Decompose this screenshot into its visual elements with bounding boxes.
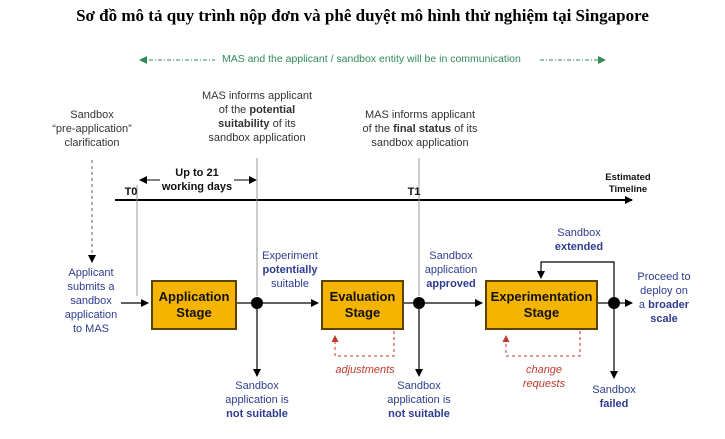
mas-potential-label: MAS informs applicant of the potential s…	[201, 90, 313, 144]
change-requests-loop	[502, 331, 581, 357]
experiment-potentially-suitable-label: Experiment potentially suitable	[262, 250, 318, 290]
communication-note: MAS and the applicant / sandbox entity w…	[222, 53, 521, 65]
decision-node-2	[413, 297, 425, 309]
applicant-submits-label: Applicant submits a sandbox application …	[64, 267, 118, 335]
extended-loop	[537, 261, 615, 297]
estimated-timeline-label: Estimated Timeline	[605, 172, 651, 195]
decision-node-1	[251, 297, 263, 309]
proceed-broader-scale-label: Proceed to deploy on a broader scale	[637, 271, 691, 325]
pre-application-label: Sandbox “pre-application” clarification	[52, 109, 132, 149]
t0-label: T0	[124, 186, 138, 198]
mas-final-label: MAS informs applicant of the final statu…	[362, 109, 478, 149]
change-requests-label: change requests	[522, 364, 566, 390]
up-to-21-label: Up to 21 working days	[161, 167, 233, 193]
decision-node-3	[608, 297, 620, 309]
not-suitable-label-2: Sandbox application is not suitable	[387, 380, 451, 420]
adjustments-loop	[331, 331, 395, 357]
sandbox-approved-label: Sandbox application approved	[424, 250, 478, 290]
adjustments-label: adjustments	[335, 364, 395, 376]
sandbox-extended-label: Sandbox extended	[554, 227, 604, 253]
page-title: Sơ đồ mô tả quy trình nộp đơn và phê duy…	[76, 6, 649, 25]
sandbox-failed-label: Sandbox failed	[592, 384, 636, 410]
not-suitable-label-1: Sandbox application is not suitable	[225, 380, 289, 420]
t1-label: T1	[407, 186, 421, 198]
